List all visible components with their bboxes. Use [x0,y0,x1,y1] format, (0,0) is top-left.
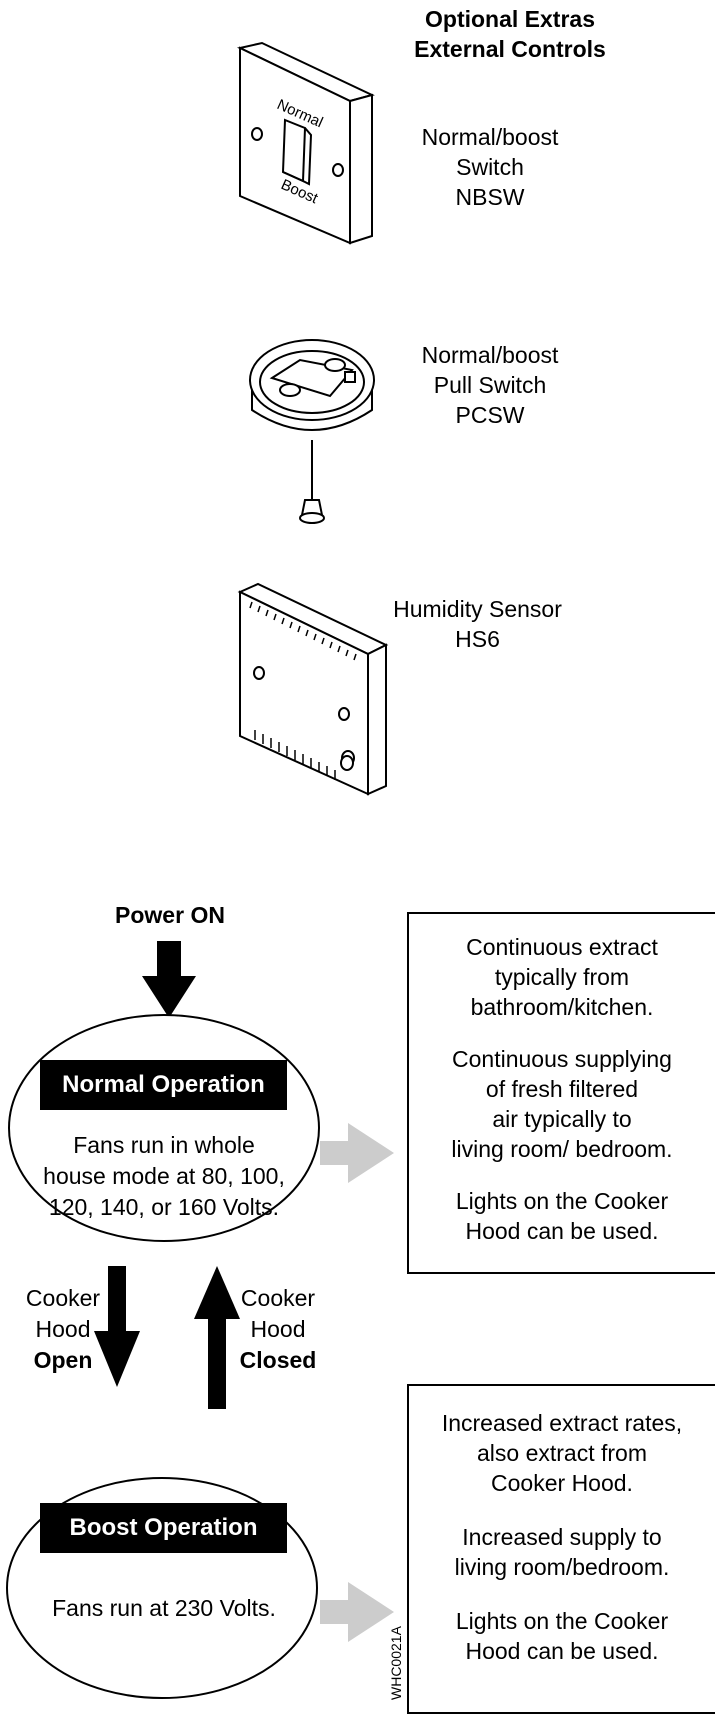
pcsw-line3: PCSW [455,402,525,428]
boost-box-p2-l1: Increased supply to [462,1524,662,1550]
boost-box-p3-l1: Lights on the Cooker [455,1608,669,1634]
boost-description-box: Increased extract rates, also extract fr… [407,1384,715,1714]
extras-heading-line2: External Controls [414,36,606,62]
nbsw-line2: Switch [456,154,524,180]
normal-operation-desc: Fans run in whole house mode at 80, 100,… [14,1130,314,1223]
normal-boost-switch-icon [236,41,375,245]
nbsw-line3: NBSW [455,184,525,210]
normal-grey-arrow [320,1123,394,1183]
normal-box-p1-l3: bathroom/kitchen. [470,994,654,1020]
pull-switch-icon [249,339,375,524]
figure-code: WHC0021A [388,1626,404,1700]
normal-box-p3-l2: Hood can be used. [465,1218,659,1244]
humidity-sensor-icon [237,582,389,796]
normal-operation-title: Normal Operation [40,1060,287,1110]
boost-operation-title: Boost Operation [40,1503,287,1553]
normal-box-p2-l2: of fresh filtered [485,1076,639,1102]
normal-desc-line1: Fans run in whole [73,1132,255,1158]
normal-desc-line3: 120, 140, or 160 Volts. [48,1194,280,1220]
closed-line3: Closed [239,1347,317,1373]
cooker-hood-closed-label: Cooker Hood Closed [232,1283,324,1376]
normal-box-p3-l1: Lights on the Cooker [455,1188,669,1214]
boost-box-p1-l3: Cooker Hood. [491,1470,633,1496]
closed-line1: Cooker [240,1285,316,1311]
closed-line2: Hood [250,1316,306,1342]
cooker-hood-open-label: Cooker Hood Open [18,1283,108,1376]
normal-box-p2-l4: living room/ bedroom. [451,1136,673,1162]
boost-box-p3-l2: Hood can be used. [465,1638,659,1664]
cooker-hood-open-arrow [94,1266,140,1387]
open-line3: Open [33,1347,93,1373]
hs6-line2: HS6 [455,626,500,652]
normal-desc-line2: house mode at 80, 100, [43,1163,285,1189]
hs6-line1: Humidity Sensor [393,596,562,622]
open-line1: Cooker [25,1285,101,1311]
extras-heading: Optional Extras External Controls [410,4,610,64]
boost-box-p1-l2: also extract from [477,1440,647,1466]
extras-heading-line1: Optional Extras [425,6,595,32]
cooker-hood-closed-arrow [194,1266,240,1409]
pcsw-line2: Pull Switch [433,372,547,398]
nbsw-label: Normal/boost Switch NBSW [400,122,580,212]
boost-box-p1-l1: Increased extract rates, [441,1410,683,1436]
power-on-label: Power ON [115,902,225,928]
hs6-label: Humidity Sensor HS6 [385,594,570,654]
normal-description-box: Continuous extract typically from bathro… [407,912,715,1274]
boost-box-p2-l2: living room/bedroom. [454,1554,670,1580]
pcsw-line1: Normal/boost [421,342,559,368]
normal-box-p2-l3: air typically to [492,1106,632,1132]
nbsw-line1: Normal/boost [421,124,559,150]
normal-box-p1-l1: Continuous extract [466,934,658,960]
boost-operation-desc: Fans run at 230 Volts. [52,1595,276,1621]
open-line2: Hood [35,1316,91,1342]
normal-box-p2-l1: Continuous supplying [452,1046,672,1072]
pcsw-label: Normal/boost Pull Switch PCSW [400,340,580,430]
boost-grey-arrow [320,1582,394,1642]
normal-box-p1-l2: typically from [494,964,630,990]
power-on-arrow [142,941,196,1018]
